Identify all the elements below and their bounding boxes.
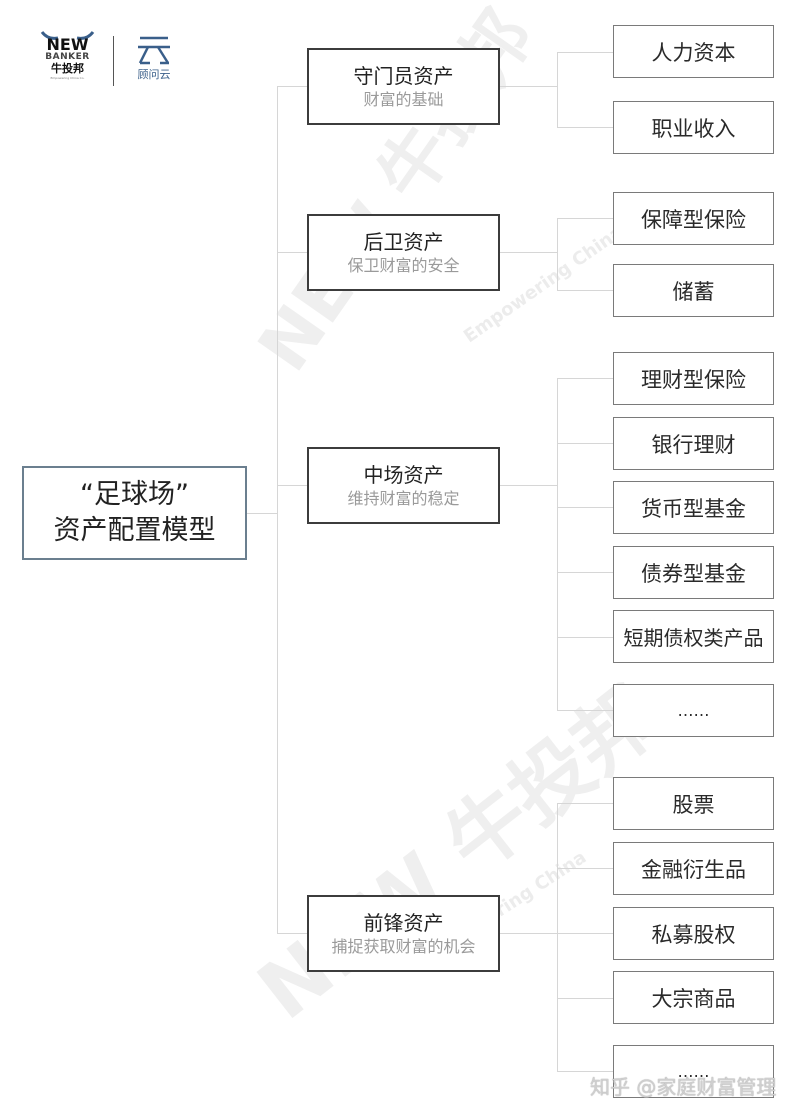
node-subtitle: 财富的基础 (363, 89, 444, 109)
leaf-node-ellipsis: …… (613, 684, 774, 737)
connector-b0-c0 (557, 52, 613, 53)
leaf-node: 人力资本 (613, 25, 774, 78)
leaf-node: 银行理财 (613, 417, 774, 470)
logo-tagline: Empowering China Co. (50, 76, 85, 80)
leaf-node: 私募股权 (613, 907, 774, 960)
node-subtitle: 保卫财富的安全 (347, 255, 460, 275)
cloud-glyph-icon (138, 36, 170, 65)
bull-horns-icon (40, 31, 95, 40)
leaf-node: 股票 (613, 777, 774, 830)
leaf-node: 金融衍生品 (613, 842, 774, 895)
logo-cn-text: 牛投邦 (51, 62, 84, 75)
connector-l1-0 (277, 86, 307, 87)
connector-b1-c0 (557, 218, 613, 219)
connector-l1-2 (277, 485, 307, 486)
connector-b0-c1 (557, 127, 613, 128)
connector-b2-vert (557, 378, 558, 710)
guwenyun-logo: 顾问云 (134, 34, 174, 82)
connector-b2-c0 (557, 378, 613, 379)
leaf-node: 保障型保险 (613, 192, 774, 245)
node-midfield-assets: 中场资产 维持财富的稳定 (307, 447, 500, 524)
logo-guwenyun-text: 顾问云 (137, 68, 171, 81)
connector-b1-vert (557, 218, 558, 290)
leaf-node: 大宗商品 (613, 971, 774, 1024)
connector-l1-1 (277, 252, 307, 253)
connector-b3-out (500, 933, 557, 934)
newbanker-logo: NEW BANKER 牛投邦 Empowering China Co. (40, 30, 95, 80)
connector-b3-c1 (557, 868, 613, 869)
leaf-node: 职业收入 (613, 101, 774, 154)
connector-root (247, 513, 277, 514)
connector-b0-vert (557, 52, 558, 127)
connector-l1-3 (277, 933, 307, 934)
root-title-line2: 资产配置模型 (53, 515, 216, 546)
leaf-node: 短期债权类产品 (613, 610, 774, 663)
leaf-node-ellipsis: …… (613, 1045, 774, 1098)
root-title-line1: “足球场” (80, 479, 189, 510)
connector-b2-c5 (557, 710, 613, 711)
connector-b2-c1 (557, 443, 613, 444)
node-title: 中场资产 (363, 462, 444, 487)
logo-banker-text: BANKER (45, 52, 90, 62)
connector-b2-c4 (557, 637, 613, 638)
node-goalkeeper-assets: 守门员资产 财富的基础 (307, 48, 500, 125)
leaf-node: 货币型基金 (613, 481, 774, 534)
connector-b3-c4 (557, 1071, 613, 1072)
connector-b3-c2 (557, 933, 613, 934)
connector-b2-c3 (557, 572, 613, 573)
logo-divider (113, 36, 114, 86)
root-node: “足球场” 资产配置模型 (22, 466, 247, 560)
connector-trunk (277, 86, 278, 934)
connector-b1-c1 (557, 290, 613, 291)
watermark-bottom: NEW 牛投邦 (241, 670, 675, 1038)
connector-b3-c0 (557, 803, 613, 804)
node-title: 后卫资产 (363, 229, 444, 254)
node-subtitle: 维持财富的稳定 (347, 488, 460, 508)
connector-b1-out (500, 252, 557, 253)
node-title: 守门员资产 (353, 63, 454, 88)
node-forward-assets: 前锋资产 捕捉获取财富的机会 (307, 895, 500, 972)
connector-b2-out (500, 485, 557, 486)
connector-b3-vert (557, 803, 558, 1071)
node-title: 前锋资产 (363, 910, 444, 935)
leaf-node: 债券型基金 (613, 546, 774, 599)
leaf-node: 理财型保险 (613, 352, 774, 405)
connector-b2-c2 (557, 507, 613, 508)
node-subtitle: 捕捉获取财富的机会 (331, 936, 476, 956)
node-defender-assets: 后卫资产 保卫财富的安全 (307, 214, 500, 291)
footer-watermark: 知乎 @家庭财富管理 (590, 1075, 777, 1099)
connector-b3-c3 (557, 998, 613, 999)
leaf-node: 储蓄 (613, 264, 774, 317)
logo-new-text: NEW (46, 35, 89, 54)
connector-b0-out (500, 86, 557, 87)
